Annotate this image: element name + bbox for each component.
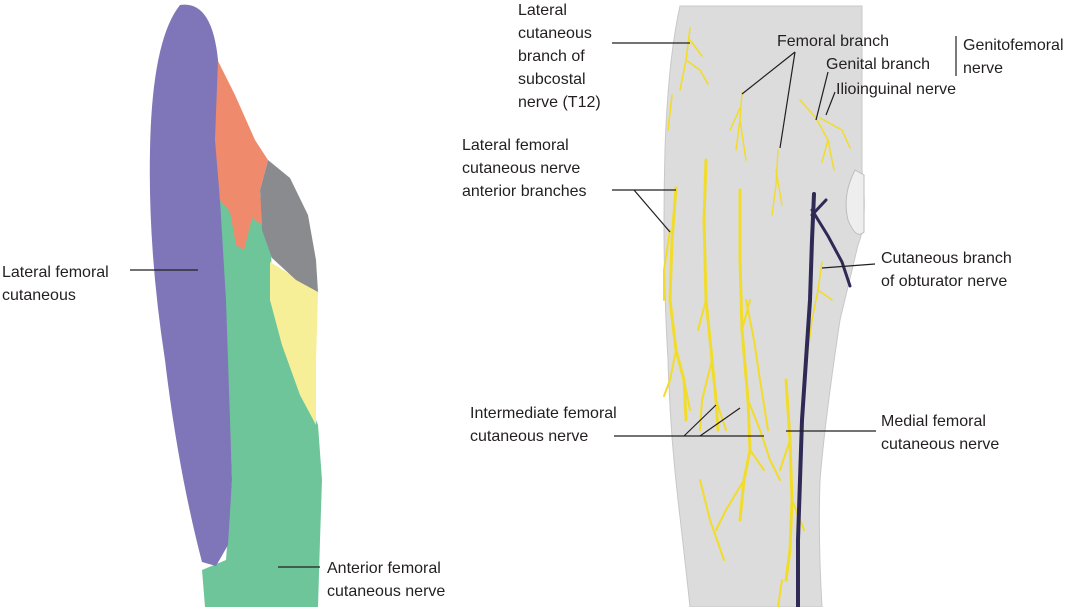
right-nerve-illustration: Lateral cutaneous branch of subcostal ne… <box>462 2 1068 607</box>
lateral-femoral-anterior-branch-2 <box>663 229 691 411</box>
lateral-femoral-leader-diag <box>633 189 671 233</box>
yellow-nerve-branches <box>663 27 851 607</box>
anterior-femoral-region <box>202 200 322 607</box>
left-territory-map: Lateral femoral cutaneous Anterior femor… <box>2 4 445 607</box>
right-leader-lines <box>612 36 957 437</box>
medial-label: Medial femoral cutaneous nerve <box>881 413 999 453</box>
thigh-silhouette <box>663 5 865 607</box>
obturator-label: Cutaneous branch of obturator nerve <box>881 250 1016 290</box>
femoral-branch-leader-2 <box>779 51 796 149</box>
intermediate-label: Intermediate femoral cutaneous nerve <box>470 405 621 445</box>
lateral-femoral-anterior-label: Lateral femoral cutaneous nerve anterior… <box>462 137 587 200</box>
obturator-leader <box>821 263 876 269</box>
subcostal-nerve-branch <box>667 27 709 131</box>
ilioinguinal-nerve <box>799 99 851 171</box>
femoral-branch-label: Femoral branch <box>777 33 889 50</box>
ilioinguinal-region <box>270 262 318 425</box>
femoral-branch-leader-1 <box>741 51 796 95</box>
ilioinguinal-label: Ilioinguinal nerve <box>836 81 956 98</box>
obturator-nerve-branch <box>810 198 852 288</box>
lateral-femoral-label: Lateral femoral cutaneous <box>2 264 113 304</box>
subcostal-label: Lateral cutaneous branch of subcostal ne… <box>518 2 601 111</box>
genital-outline <box>845 169 865 235</box>
genitofemoral-label: Genitofemoral nerve <box>963 37 1068 77</box>
lateral-femoral-anterior-branch-3 <box>702 158 720 432</box>
genitofemoral-region <box>213 55 268 250</box>
genital-branch-nerve <box>771 149 783 216</box>
femoral-branch-nerve <box>729 91 747 161</box>
genital-branch-label: Genital branch <box>826 56 930 73</box>
ilioinguinal-leader <box>825 91 836 116</box>
lateral-femoral-region <box>149 4 232 567</box>
genital-branch-leader <box>815 71 829 121</box>
intermediate-femoral-branches <box>715 299 781 531</box>
obturator-nerve-trunk <box>796 192 816 607</box>
intermediate-leader-diag-2 <box>699 407 741 437</box>
intermediate-leader-diag-1 <box>683 404 717 437</box>
obturator-region <box>260 160 318 292</box>
anterior-femoral-label: Anterior femoral cutaneous nerve <box>327 560 445 600</box>
